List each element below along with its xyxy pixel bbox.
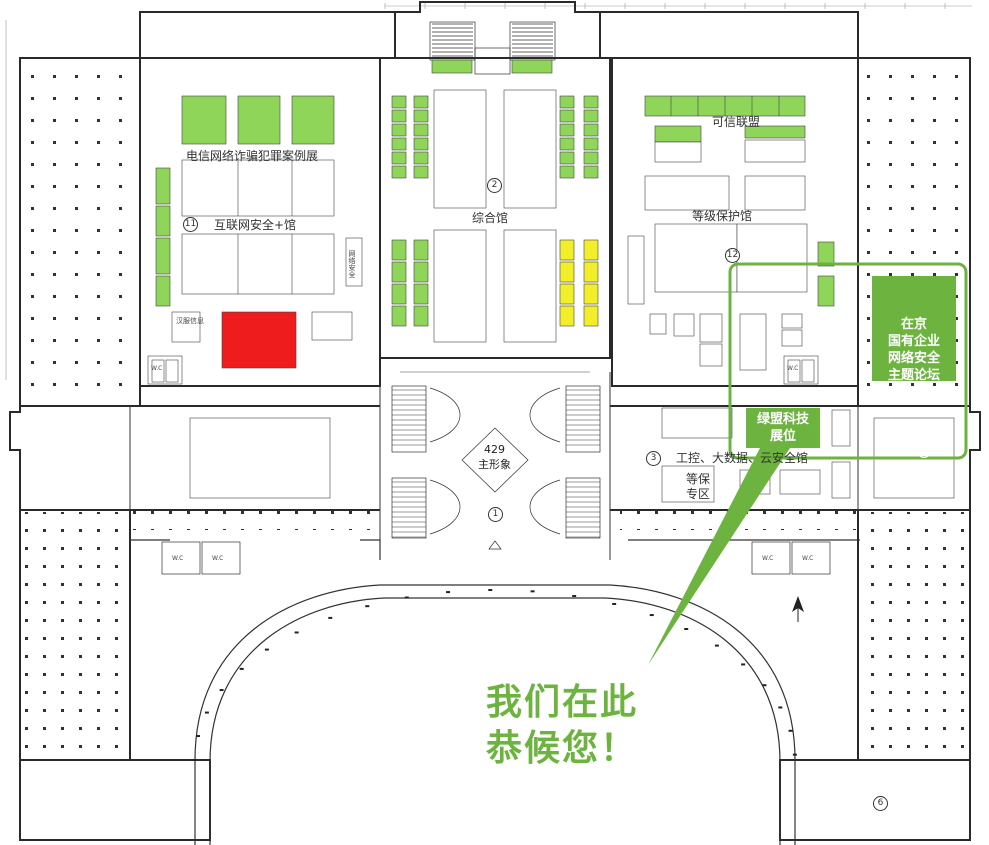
- north-arrow-icon: [792, 596, 804, 622]
- forum-hall-suffix: 号馆: [913, 460, 936, 473]
- highlight-frame: [728, 262, 968, 460]
- hall-3-zone: 等保 专区: [686, 472, 711, 501]
- hall-12-number: 12: [725, 248, 740, 263]
- wc-label: W.C: [762, 555, 774, 562]
- wc-label: W.C: [172, 555, 184, 562]
- hall-1-atrium: [391, 385, 601, 550]
- side-label-netsec: 网络安全: [348, 250, 356, 278]
- hall-11-booths: [147, 95, 363, 385]
- wc-label: W.C: [151, 365, 163, 372]
- top-ruler: [384, 3, 972, 9]
- hall-2-title: 综合馆: [472, 211, 509, 225]
- forum-callout-text: 在京 国有企业 网络安全 主题论坛: [887, 317, 940, 383]
- hall-1-number: 1: [488, 507, 503, 522]
- forum-callout: 在京 国有企业 网络安全 主题论坛 7 号馆: [872, 276, 956, 473]
- hall-2-number: 2: [487, 178, 502, 193]
- hall-6-number: 6: [873, 796, 888, 811]
- plaza-dashes: [193, 589, 797, 761]
- hall-2-booths: [391, 59, 599, 373]
- side-label-hanfu: 汉服信息: [176, 317, 204, 325]
- hall-11-title: 互联网安全+馆: [214, 218, 297, 232]
- wc-label: W.C: [802, 555, 814, 562]
- hall-3-booths: [189, 407, 955, 503]
- forum-hall-number: 7: [917, 444, 932, 458]
- hall-12-title: 等级保护馆: [692, 209, 753, 223]
- hall-12-booths: [627, 95, 835, 385]
- wc-label: W.C: [787, 365, 799, 372]
- hall-3-title: 工控、大数据、云安全馆: [676, 451, 809, 465]
- wc-rooms: [161, 541, 831, 575]
- top-stairs: [429, 21, 556, 75]
- wc-label: W.C: [212, 555, 224, 562]
- column-grid-lower-right: [860, 512, 968, 758]
- hall-11-sublabel: 电信网络诈骗犯罪案例展: [186, 149, 319, 163]
- hall-11-number: 11: [183, 217, 198, 232]
- hall-1-main-image: 429 主形象: [478, 443, 511, 471]
- hall-12-sublabel: 可信联盟: [712, 115, 761, 129]
- column-grid-left: [22, 62, 138, 402]
- column-grid-lower-left: [22, 512, 128, 758]
- callout-pointer: [648, 448, 790, 665]
- welcome-text: 我们在此 恭候您！: [486, 682, 639, 769]
- plaza-arc: [130, 539, 860, 845]
- hall-3-number: 3: [646, 451, 661, 466]
- booth-callout: 绿盟科技 展位: [746, 408, 820, 448]
